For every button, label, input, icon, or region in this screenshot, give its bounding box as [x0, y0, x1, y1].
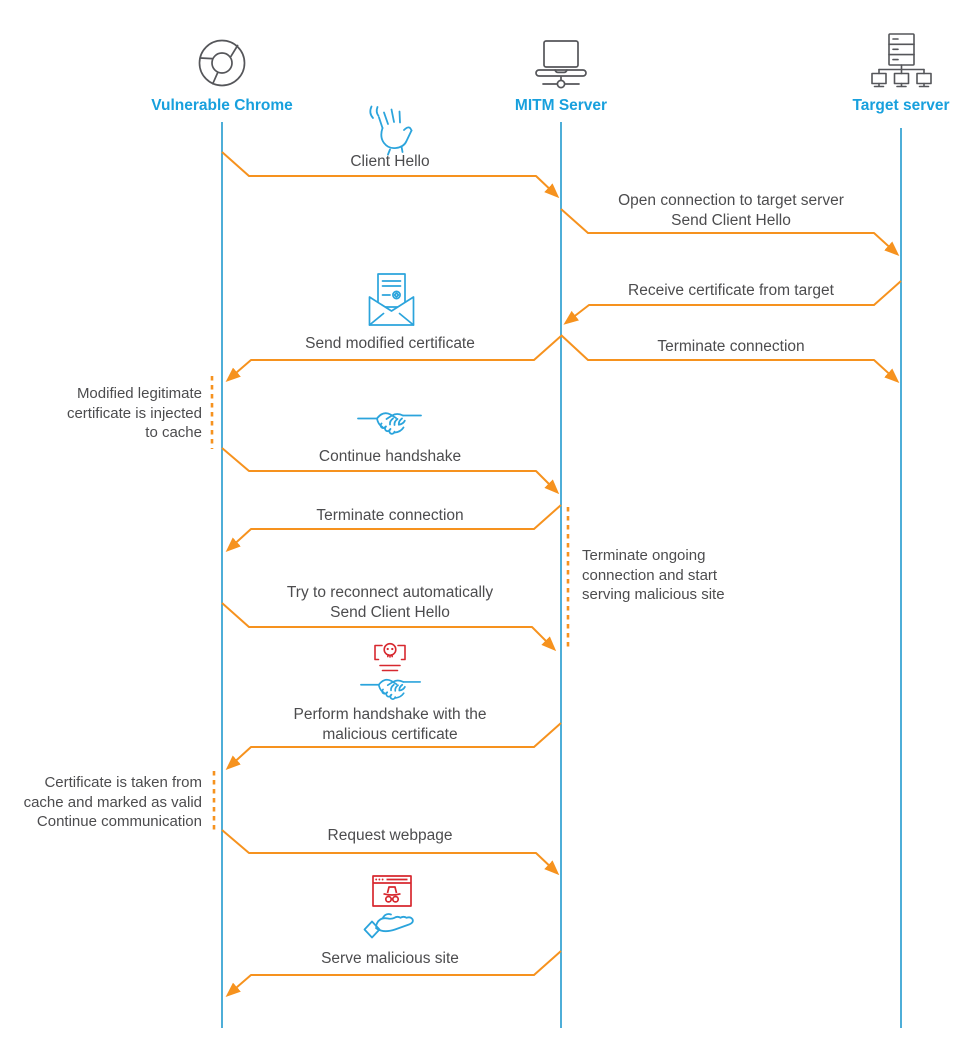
- arrow-terminate-connection-chrome: [225, 504, 562, 553]
- msg-terminate-chrome: Terminate connection: [316, 507, 464, 524]
- actor-label-mitm-server: MITM Server: [514, 97, 608, 114]
- arrow-open-connection: [560, 208, 900, 257]
- arrow-receive-certificate: [563, 280, 902, 325]
- arrow-continue-handshake: [221, 447, 560, 495]
- annotation-cache-injection: Modified legitimate certificate is injec…: [66, 385, 202, 441]
- waving-hand-icon: [369, 105, 413, 156]
- arrow-terminate-connection-target: [560, 334, 900, 384]
- msg-continue-handshake: Continue handshake: [318, 448, 462, 465]
- laptop-network-icon: [535, 40, 587, 89]
- actor-label-target-server: Target server: [852, 97, 950, 114]
- msg-serve-malicious-site: Serve malicious site: [321, 950, 459, 967]
- chrome-browser-icon: [198, 39, 246, 87]
- arrow-client-hello: [221, 151, 560, 199]
- msg-client-hello: Client Hello: [350, 153, 430, 170]
- certificate-envelope-icon: [368, 273, 415, 326]
- msg-try-reconnect: Try to reconnect automatically Send Clie…: [286, 584, 494, 621]
- arrow-serve-malicious-site: [225, 950, 562, 997]
- annotation-cache-valid: Certificate is taken from cache and mark…: [23, 774, 202, 830]
- actor-label-vulnerable-chrome: Vulnerable Chrome: [151, 97, 293, 114]
- malicious-site-hand-icon: [363, 875, 414, 939]
- arrow-perform-handshake: [225, 722, 562, 771]
- arrow-request-webpage: [221, 829, 560, 876]
- msg-send-modified-cert: Send modified certificate: [305, 335, 475, 352]
- msg-receive-certificate: Receive certificate from target: [628, 282, 834, 299]
- lifelines: [221, 122, 902, 1028]
- annotation-spans: [210, 376, 570, 830]
- arrow-try-reconnect: [221, 602, 557, 652]
- msg-request-webpage: Request webpage: [327, 827, 453, 844]
- message-arrows: [221, 151, 902, 997]
- msg-perform-handshake: Perform handshake with the malicious cer…: [293, 706, 487, 743]
- server-network-icon: [871, 33, 932, 88]
- malicious-certificate-handshake-icon: [360, 642, 422, 700]
- msg-terminate-target: Terminate connection: [657, 338, 805, 355]
- annotation-serving-malicious: Terminate ongoing connection and start s…: [582, 547, 725, 603]
- handshake-icon: [357, 412, 422, 435]
- msg-open-connection: Open connection to target server Send Cl…: [618, 192, 844, 229]
- arrow-send-modified-certificate: [225, 335, 562, 382]
